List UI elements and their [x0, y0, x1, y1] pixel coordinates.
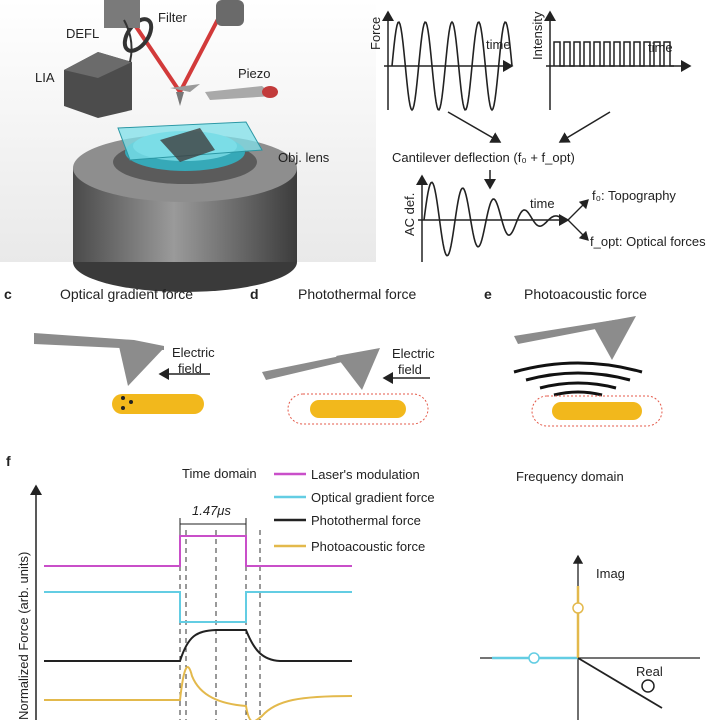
panel-d-field-2: field — [398, 362, 422, 377]
arrow-force-to-deflection — [447, 111, 502, 143]
legend-label-gradient: Optical gradient force — [311, 490, 435, 505]
piezo-block — [205, 86, 274, 100]
real-label: Real — [636, 664, 663, 679]
filter-disk — [122, 17, 154, 53]
topography-label: f₀: Topography — [592, 188, 676, 203]
normalized-force-label: Normalized Force (arb. units) — [16, 552, 31, 720]
panel-e-photoacoustic: e Photoacoustic force — [484, 286, 663, 427]
arrow-topography — [567, 199, 589, 221]
trace-laser-modulation — [44, 535, 352, 567]
frequency-domain-label: Frequency domain — [516, 469, 624, 484]
trace-photoacoustic — [44, 666, 353, 720]
time-label-3: time — [530, 196, 555, 211]
label-filter: Filter — [158, 10, 188, 25]
ac-deflection-wave — [423, 181, 565, 257]
optical-forces-label: f_opt: Optical forces — [590, 234, 706, 249]
acoustic-wave-4 — [553, 390, 603, 397]
heat-zone-e — [531, 395, 663, 427]
nanorod-e — [552, 402, 642, 420]
acoustic-wave-1 — [513, 361, 643, 374]
panel-a-setup: DEFL Filter LIA Piezo Obj. lens — [0, 0, 376, 292]
lia-cable — [123, 19, 133, 63]
time-domain-label: Time domain — [182, 466, 257, 481]
panel-f-domains: f Time domain Frequency domain Laser's m… — [6, 453, 700, 720]
force-sine-wave — [391, 20, 513, 112]
panel-b-signals: Force time Intensity time Cantilever def… — [368, 10, 706, 262]
nanorod-c — [112, 394, 204, 414]
time-label-1: time — [486, 37, 511, 52]
phasor-photoacoustic-marker — [572, 602, 584, 614]
panel-f-letter: f — [6, 453, 11, 469]
legend-label-photoacoustic: Photoacoustic force — [311, 539, 425, 554]
panel-d-photothermal: d Photothermal force Electric field — [250, 286, 435, 425]
cantilever-a — [170, 84, 200, 92]
intensity-axis-label: Intensity — [530, 11, 545, 60]
pulse-width-label: 1.47μs — [192, 503, 231, 518]
nanorod-d — [310, 400, 406, 418]
legend-label-photothermal: Photothermal force — [311, 513, 421, 528]
panel-c-title: Optical gradient force — [60, 286, 193, 302]
panel-c-gradient: c Optical gradient force Electric field — [4, 286, 215, 414]
panel-e-letter: e — [484, 286, 492, 302]
heat-zone-d — [287, 393, 429, 425]
ac-axis-label: AC def. — [402, 193, 417, 236]
panel-e-title: Photoacoustic force — [524, 286, 647, 302]
panel-d-title: Photothermal force — [298, 286, 416, 302]
panel-c-field-2: field — [178, 361, 202, 376]
trace-photothermal — [44, 629, 352, 662]
cantilever-deflection-label: Cantilever deflection (f₀ + f_opt) — [392, 150, 575, 165]
phasor-photothermal-marker — [641, 679, 655, 693]
arrow-intensity-to-deflection — [558, 111, 611, 143]
legend: Laser's modulation Optical gradient forc… — [274, 467, 435, 554]
label-defl: DEFL — [66, 26, 99, 41]
acoustic-wave-3 — [539, 381, 617, 390]
label-lia: LIA — [35, 70, 55, 85]
panel-d-field-1: Electric — [392, 346, 435, 361]
panel-c-letter: c — [4, 286, 12, 302]
label-obj-lens: Obj. lens — [278, 150, 330, 165]
panel-c-field-1: Electric — [172, 345, 215, 360]
intensity-square-wave — [553, 41, 674, 67]
legend-label-laser: Laser's modulation — [311, 467, 420, 482]
label-piezo: Piezo — [238, 66, 271, 81]
arrow-optical-forces — [567, 219, 589, 241]
phasor-photothermal — [577, 657, 663, 709]
trace-optical-gradient — [44, 591, 352, 623]
acoustic-wave-2 — [525, 371, 631, 382]
force-axis-label: Force — [368, 17, 383, 50]
imag-label: Imag — [596, 566, 625, 581]
phasor-gradient-marker — [528, 652, 540, 664]
panel-d-letter: d — [250, 286, 259, 302]
laser-source — [216, 0, 244, 26]
detector-housing — [104, 0, 140, 28]
